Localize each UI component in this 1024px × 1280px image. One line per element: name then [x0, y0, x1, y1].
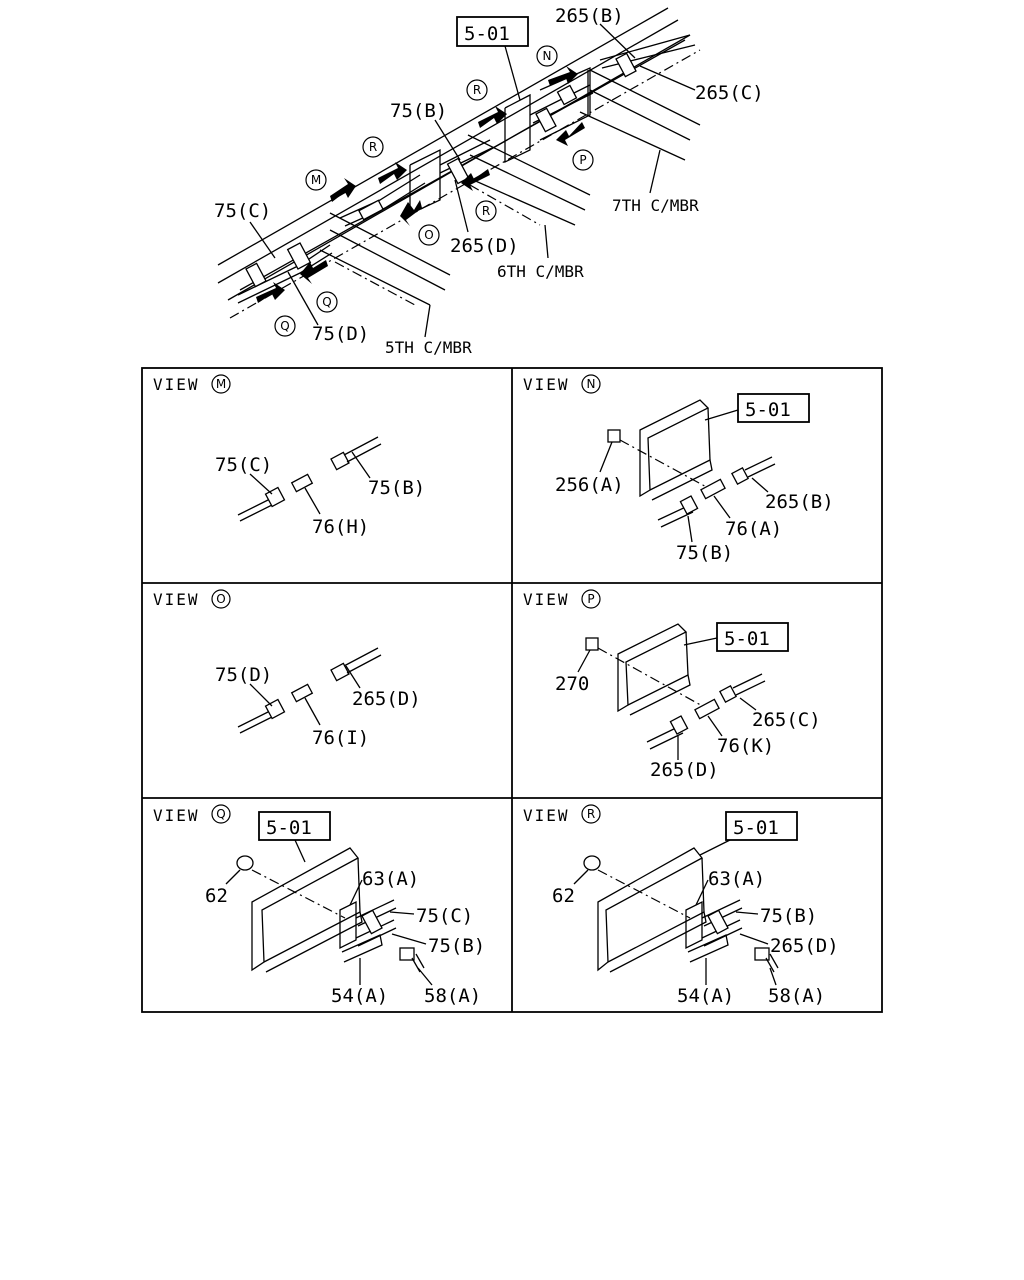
r-58a: 58(A): [768, 985, 825, 1007]
p-265d: 265(D): [650, 759, 719, 781]
svg-text:O: O: [424, 228, 433, 242]
svg-text:R: R: [369, 140, 377, 154]
q-75c: 75(C): [416, 905, 473, 927]
q-58a: 58(A): [424, 985, 481, 1007]
m-75b: 75(B): [368, 477, 425, 499]
view-q-title: VIEW: [153, 806, 200, 825]
n-75b: 75(B): [676, 542, 733, 564]
q-75b: 75(B): [428, 935, 485, 957]
r-75b: 75(B): [760, 905, 817, 927]
view-n-title: VIEW: [523, 375, 570, 394]
marker-p: P: [572, 149, 594, 171]
marker-m: M: [305, 169, 327, 191]
svg-text:R: R: [482, 204, 490, 218]
m-76h: 76(H): [312, 516, 369, 538]
label-7th-cmbr: 7TH C/MBR: [612, 196, 699, 215]
view-o: VIEW O 75(D) 265(D) 76(I): [153, 589, 421, 749]
marker-r-top: R: [466, 79, 488, 101]
view-grid: [141, 367, 883, 1013]
frame-assembly: [217, 7, 701, 319]
o-75d: 75(D): [215, 664, 272, 686]
label-75d-main: 75(D): [312, 323, 369, 345]
main-ref-label: 5-01: [464, 23, 510, 45]
label-265c: 265(C): [695, 82, 764, 104]
o-76i: 76(I): [312, 727, 369, 749]
label-5th-cmbr: 5TH C/MBR: [385, 338, 472, 357]
q-54a: 54(A): [331, 985, 388, 1007]
q-62: 62: [205, 885, 228, 907]
view-r-title: VIEW: [523, 806, 570, 825]
r-265d: 265(D): [770, 935, 839, 957]
r-63a: 63(A): [708, 868, 765, 890]
svg-text:5-01: 5-01: [745, 399, 791, 421]
svg-text:5-01: 5-01: [724, 628, 770, 650]
marker-r-low: R: [475, 200, 497, 222]
marker-o: O: [418, 224, 440, 246]
marker-q-left: Q: [274, 315, 296, 337]
svg-text:Q: Q: [280, 319, 289, 333]
view-m: VIEW M 75(C) 75(B) 76(H): [153, 374, 425, 538]
svg-text:Q: Q: [322, 295, 331, 309]
svg-text:N: N: [587, 377, 596, 391]
svg-text:O: O: [216, 592, 225, 606]
svg-text:M: M: [311, 173, 321, 187]
n-265b: 265(B): [765, 491, 834, 513]
view-n: VIEW N 5-01 256(A) 265(B) 76(A) 75(B): [523, 374, 834, 564]
svg-text:5-01: 5-01: [266, 817, 312, 839]
label-265b: 265(B): [555, 5, 624, 27]
q-63a: 63(A): [362, 868, 419, 890]
view-p-title: VIEW: [523, 590, 570, 609]
svg-text:P: P: [587, 592, 594, 606]
marker-q-right: Q: [316, 291, 338, 313]
view-p: VIEW P 5-01 270 265(C) 76(K) 265(D): [523, 589, 821, 781]
label-6th-cmbr: 6TH C/MBR: [497, 262, 584, 281]
r-54a: 54(A): [677, 985, 734, 1007]
label-75c-main: 75(C): [214, 200, 271, 222]
view-m-title: VIEW: [153, 375, 200, 394]
marker-n: N: [536, 45, 558, 67]
svg-text:R: R: [473, 83, 481, 97]
p-270: 270: [555, 673, 589, 695]
svg-text:M: M: [216, 377, 226, 391]
m-75c: 75(C): [215, 454, 272, 476]
svg-text:R: R: [587, 807, 595, 821]
label-265d-main: 265(D): [450, 235, 519, 257]
p-76k: 76(K): [717, 735, 774, 757]
main-ref-box: [456, 16, 529, 47]
svg-text:P: P: [579, 153, 586, 167]
n-76a: 76(A): [725, 518, 782, 540]
label-75b-main: 75(B): [390, 100, 447, 122]
view-r: VIEW R 5-01 62 63(A) 75(B) 265(D) 54(A) …: [523, 804, 839, 1007]
n-256a: 256(A): [555, 474, 624, 496]
p-265c: 265(C): [752, 709, 821, 731]
view-o-title: VIEW: [153, 590, 200, 609]
svg-text:Q: Q: [216, 807, 225, 821]
view-arrows: [256, 66, 585, 303]
r-62: 62: [552, 885, 575, 907]
svg-text:N: N: [543, 49, 552, 63]
marker-r-mid: R: [362, 136, 384, 158]
svg-text:5-01: 5-01: [733, 817, 779, 839]
view-q: VIEW Q 5-01 62 63(A) 75(C) 75(B) 54(A) 5…: [153, 804, 485, 1007]
o-265d: 265(D): [352, 688, 421, 710]
